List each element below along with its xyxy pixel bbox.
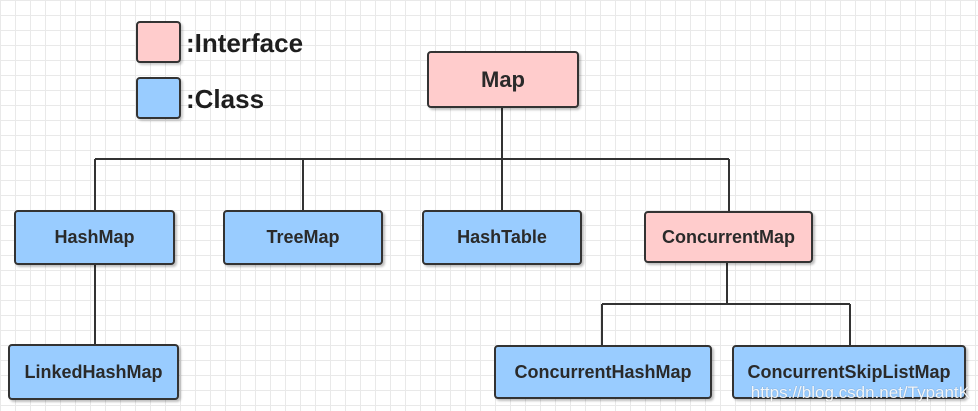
node-linkedhashmap-label: LinkedHashMap bbox=[24, 361, 163, 382]
node-concurrenthashmap-label: ConcurrentHashMap bbox=[514, 361, 692, 382]
node-map-label: Map bbox=[481, 66, 525, 92]
node-treemap: TreeMap bbox=[223, 210, 383, 265]
node-hashmap: HashMap bbox=[14, 210, 175, 265]
node-hashtable: HashTable bbox=[422, 210, 582, 265]
node-linkedhashmap: LinkedHashMap bbox=[8, 344, 179, 400]
node-map: Map bbox=[427, 51, 579, 108]
node-concurrentskiplistmap: ConcurrentSkipListMap bbox=[732, 345, 966, 399]
node-concurrentmap-label: ConcurrentMap bbox=[661, 226, 795, 247]
node-hashtable-label: HashTable bbox=[457, 227, 547, 247]
node-treemap-label: TreeMap bbox=[266, 227, 340, 247]
node-concurrentskiplistmap-label: ConcurrentSkipListMap bbox=[747, 361, 951, 382]
legend-class-swatch bbox=[136, 77, 181, 119]
legend-class-label: :Class bbox=[186, 84, 265, 114]
watermark-text: https://blog.csdn.net/TypantK bbox=[750, 383, 970, 402]
node-concurrentmap: ConcurrentMap bbox=[644, 211, 813, 263]
node-hashmap-label: HashMap bbox=[54, 227, 135, 247]
legend-interface-label: :Interface bbox=[186, 28, 304, 58]
legend-interface-swatch bbox=[136, 21, 181, 63]
node-concurrenthashmap: ConcurrentHashMap bbox=[494, 345, 712, 399]
